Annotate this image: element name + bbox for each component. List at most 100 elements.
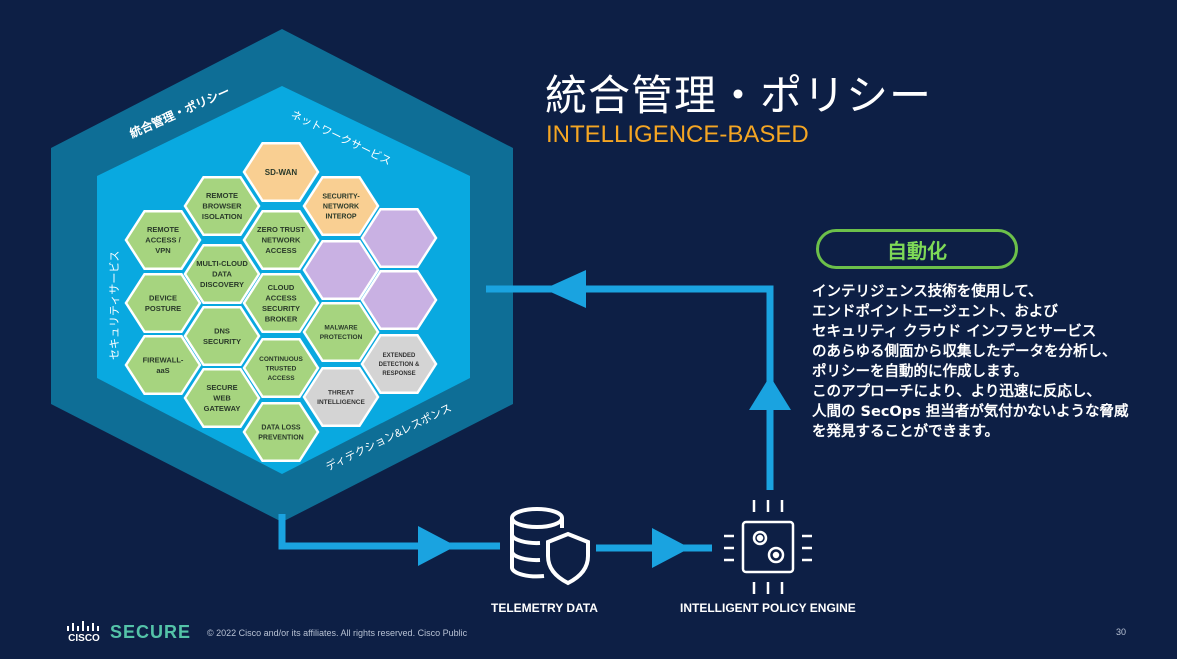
hex-label: TRUSTED bbox=[266, 365, 297, 372]
hex-continuous-trusted-access: CONTINUOUS TRUSTED ACCESS bbox=[242, 337, 320, 399]
hex-label: PREVENTION bbox=[258, 434, 304, 441]
hex-label: BROKER bbox=[265, 314, 298, 323]
hex-label: GATEWAY bbox=[204, 404, 241, 413]
return-flow-line bbox=[486, 285, 774, 490]
hex-label: ZERO TRUST bbox=[257, 225, 305, 234]
hex-label: ACCESS / bbox=[145, 236, 181, 245]
hex-label: DISCOVERY bbox=[200, 280, 244, 289]
hex-label: EXTENDED bbox=[383, 353, 416, 359]
hex-label: NETWORK bbox=[262, 236, 301, 245]
hex-label: DETECTION & bbox=[379, 362, 420, 368]
arrow-right-head-1 bbox=[418, 526, 456, 566]
hex-label: DATA LOSS bbox=[261, 424, 300, 431]
hex-shape bbox=[302, 239, 380, 301]
slide-title: 統合管理・ポリシー bbox=[545, 71, 933, 120]
hex-label: DNS bbox=[214, 326, 230, 335]
hex-shape bbox=[242, 209, 320, 271]
policy-engine-caption: INTELLIGENT POLICY ENGINE bbox=[680, 601, 856, 615]
hex-label: THREAT bbox=[328, 390, 354, 397]
hex-shape bbox=[124, 334, 202, 396]
hex-shape bbox=[302, 175, 380, 237]
arrow-up-head bbox=[749, 376, 791, 410]
automation-badge: 自動化 bbox=[816, 229, 1018, 269]
cisco-wordmark: CISCO bbox=[68, 633, 100, 644]
description-text: インテリジェンス技術を使用して、 エンドポイントエージェント、および セキュリテ… bbox=[812, 282, 1172, 442]
hex-label: FIREWALL- bbox=[143, 355, 184, 364]
hex-shape bbox=[302, 366, 380, 428]
database-shield-icon bbox=[510, 507, 590, 586]
hex-dns-security: DNS SECURITY bbox=[183, 305, 261, 367]
hex-label: SECURE bbox=[206, 383, 237, 392]
hex-shape bbox=[183, 305, 261, 367]
hex-label: SD-WAN bbox=[265, 168, 298, 177]
hex-label: VPN bbox=[155, 246, 170, 255]
hex-label: REMOTE bbox=[147, 225, 179, 234]
flow-arrowheads bbox=[418, 270, 791, 568]
hex-shape bbox=[242, 272, 320, 334]
hex-malware-protection: MALWARE PROTECTION bbox=[302, 301, 380, 363]
hex-security-network-interop: SECURITY- NETWORK INTEROP bbox=[302, 175, 380, 237]
security-ring-label: セキュリティサービス bbox=[108, 251, 121, 360]
secure-wordmark: SECURE bbox=[110, 622, 192, 642]
description-line: ポリシーを自動的に作成します。 bbox=[812, 364, 1029, 380]
hex-label: RESPONSE bbox=[382, 371, 415, 377]
hex-label: CONTINUOUS bbox=[259, 356, 303, 363]
hex-shape bbox=[360, 269, 438, 331]
hex-label: REMOTE bbox=[206, 191, 238, 200]
hex-label: PROTECTION bbox=[320, 334, 363, 341]
hex-label: NETWORK bbox=[323, 203, 359, 210]
hex-label: DEVICE bbox=[149, 293, 177, 302]
hex-label: ISOLATION bbox=[202, 212, 242, 221]
telemetry-caption: TELEMETRY DATA bbox=[491, 601, 598, 615]
page-number: 30 bbox=[1116, 627, 1127, 637]
hex-sdwan: SD-WAN bbox=[242, 141, 320, 203]
description-line: このアプローチにより、より迅速に反応し、 bbox=[812, 384, 1101, 400]
hex-shape bbox=[360, 333, 438, 395]
description-line: を発見することができます。 bbox=[812, 424, 1000, 440]
description-line: のあらゆる側面から収集したデータを分析し、 bbox=[812, 344, 1117, 360]
hex-shape bbox=[124, 272, 202, 334]
hex-label: WEB bbox=[213, 394, 231, 403]
hex-label: INTEROP bbox=[325, 213, 356, 220]
hex-label: CLOUD bbox=[268, 283, 295, 292]
hex-shape bbox=[302, 301, 380, 363]
slide-subtitle: INTELLIGENCE-BASED bbox=[546, 121, 809, 148]
hex-label: MULTI-CLOUD bbox=[196, 259, 248, 268]
hex-shape bbox=[124, 209, 202, 271]
telemetry-flow-line bbox=[278, 514, 500, 550]
hex-empty bbox=[302, 239, 380, 301]
hex-edr: EXTENDED DETECTION & RESPONSE bbox=[360, 333, 438, 395]
hex-shape bbox=[242, 337, 320, 399]
hex-shape bbox=[183, 243, 261, 305]
cisco-bars-icon bbox=[67, 621, 99, 631]
hex-label: BROWSER bbox=[202, 202, 242, 211]
hex-shape bbox=[242, 401, 320, 463]
copyright-text: © 2022 Cisco and/or its affiliates. All … bbox=[207, 628, 468, 638]
hex-device-posture: DEVICE POSTURE bbox=[124, 272, 202, 334]
hex-label: ACCESS bbox=[265, 246, 296, 255]
hex-label: SECURITY bbox=[203, 337, 241, 346]
description-line: 人間の SecOps 担当者が気付かないような脅威 bbox=[812, 404, 1129, 420]
hex-dlp: DATA LOSS PREVENTION bbox=[242, 401, 320, 463]
hex-label: POSTURE bbox=[145, 304, 181, 313]
hex-label: SECURITY- bbox=[322, 193, 360, 200]
cisco-secure-logo: CISCO SECURE bbox=[66, 621, 191, 644]
service-honeycomb: SD-WAN SECURITY- NETWORK INTEROP REMOTE BROWS… bbox=[124, 141, 438, 463]
hex-label: SECURITY bbox=[262, 304, 300, 313]
hex-label: ACCESS bbox=[265, 293, 296, 302]
hex-firewall: FIREWALL-aaS bbox=[124, 334, 202, 396]
hex-label: ACCESS bbox=[267, 375, 295, 382]
hex-shape bbox=[242, 141, 320, 203]
hex-label: aaS bbox=[156, 366, 169, 375]
hex-empty bbox=[360, 269, 438, 331]
arrow-right-head-2 bbox=[652, 528, 690, 568]
arrow-left-head bbox=[544, 270, 586, 308]
hex-label: MALWARE bbox=[324, 325, 358, 332]
hex-shape bbox=[183, 367, 261, 429]
